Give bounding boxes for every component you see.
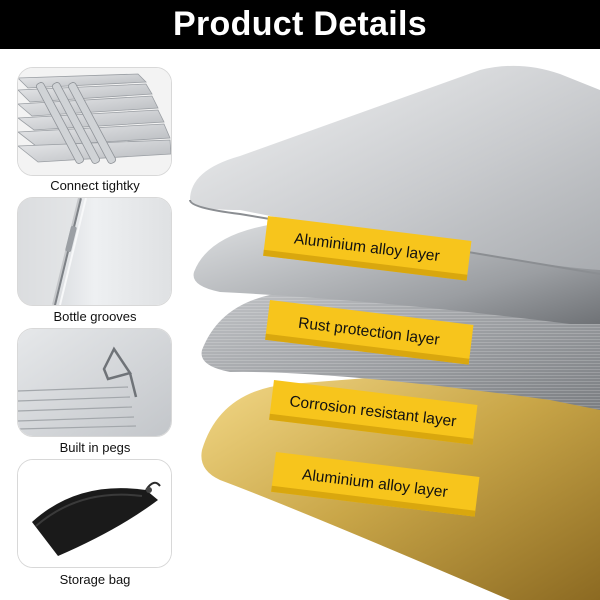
title-banner: Product Details [0, 0, 600, 49]
feature-thumb-connect [17, 67, 172, 176]
peg-clip-icon [18, 329, 171, 436]
feature-caption: Built in pegs [59, 440, 131, 455]
page-title: Product Details [173, 5, 427, 43]
layer-tag: Corrosion resistant layer [269, 380, 478, 445]
feature-caption: Storage bag [59, 572, 131, 587]
feature-thumb-bag [17, 459, 172, 568]
feature-caption: Bottle grooves [53, 309, 137, 324]
feature-thumb-grooves [17, 197, 172, 306]
storage-bag-icon [18, 460, 171, 567]
feature-caption: Connect tightky [50, 178, 140, 193]
feature-thumb-pegs [17, 328, 172, 437]
layer-tag: Aluminium alloy layer [263, 216, 472, 281]
layer-tag: Rust protection layer [265, 300, 474, 365]
layer-stack: Aluminium alloy layer Rust protection la… [180, 60, 600, 600]
layer-1-plate [189, 65, 600, 275]
layer-stack-illustration: Aluminium alloy layer Rust protection la… [189, 65, 600, 600]
groove-edge-icon [18, 198, 171, 305]
layer-tag: Aluminium alloy layer [271, 452, 480, 517]
hinge-panels-icon [18, 68, 171, 175]
